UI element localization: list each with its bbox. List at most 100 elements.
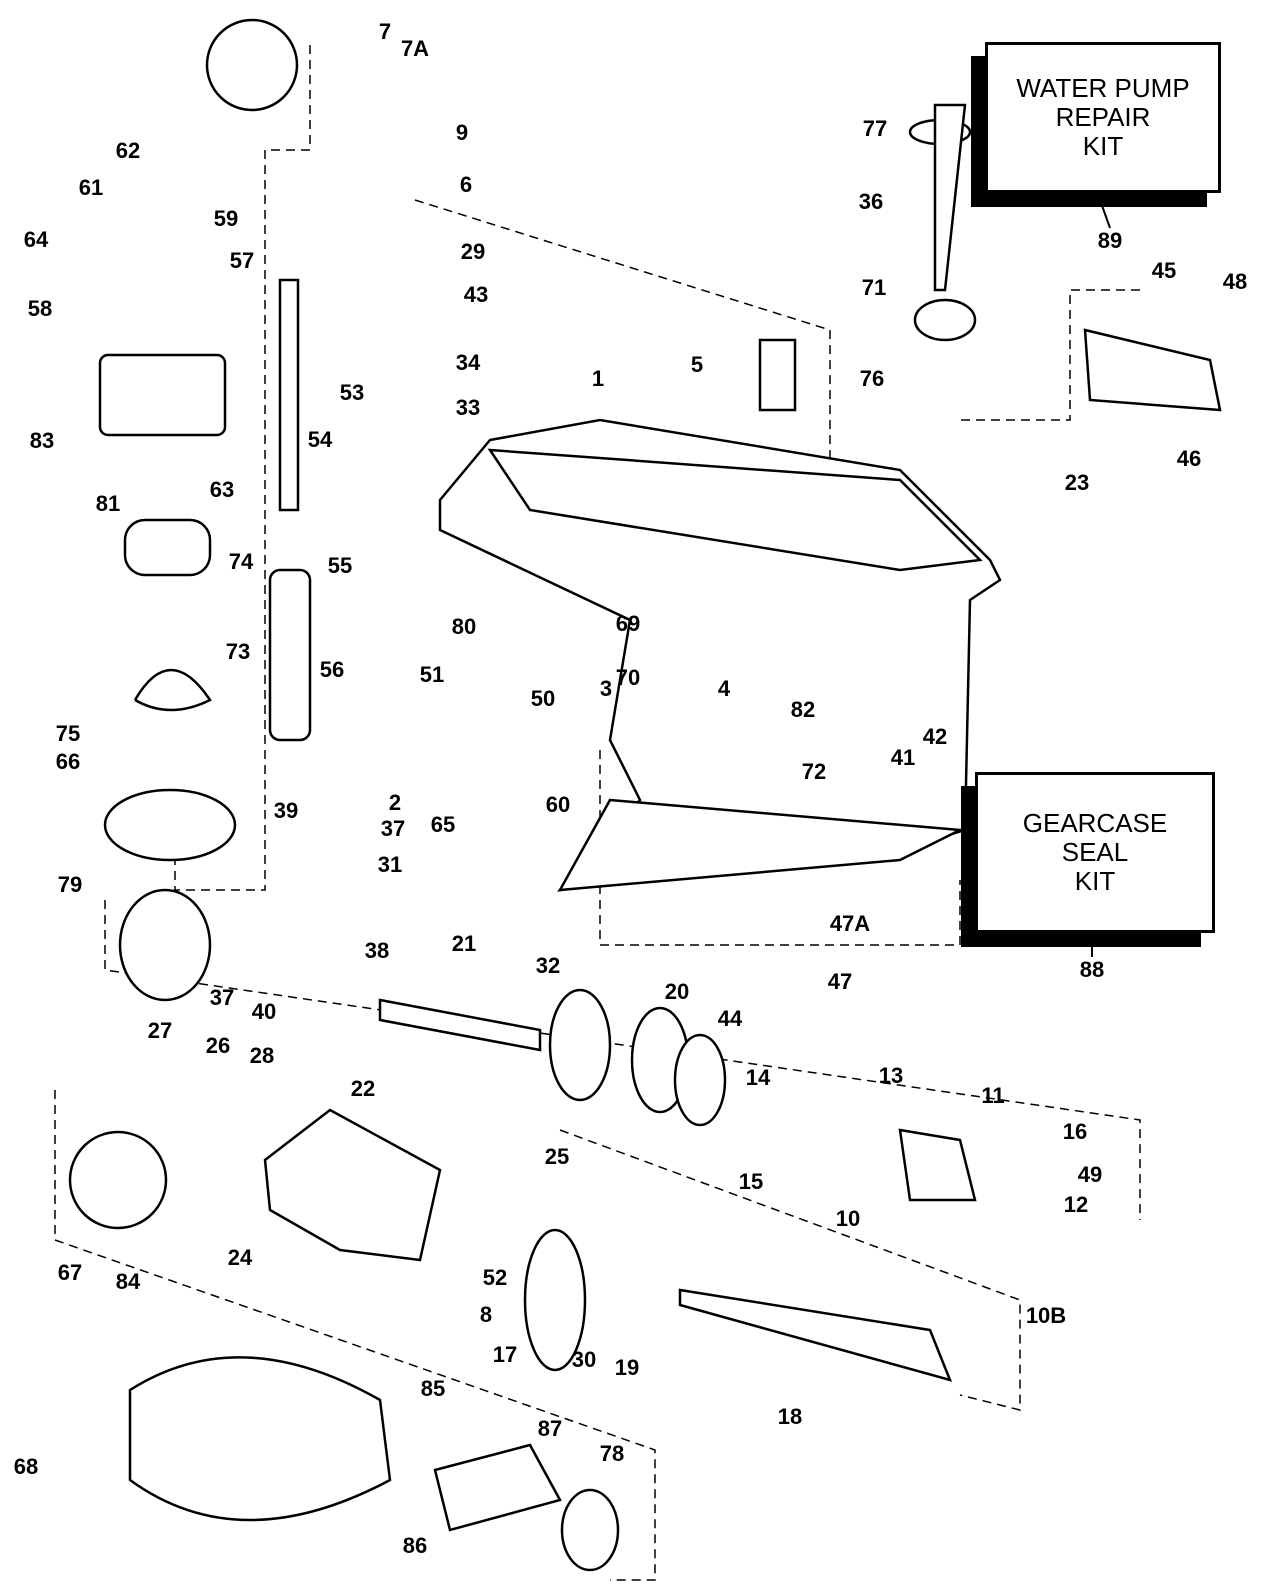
pinion-shaft (378, 998, 542, 1052)
propeller-shaft (678, 1288, 953, 1382)
part-callout-70: 70 (616, 665, 640, 690)
part-callout-45: 45 (1152, 258, 1176, 283)
guide-line (104, 900, 1141, 1220)
part-callout-72: 72 (802, 759, 826, 784)
kit-label-line: REPAIR (1055, 102, 1151, 132)
seal-detail-inset (205, 18, 299, 112)
part-callout-12: 12 (1064, 1192, 1088, 1217)
part-callout-55: 55 (328, 553, 352, 578)
thrust-bearing (673, 1033, 727, 1127)
part-callout-53: 53 (340, 380, 364, 405)
part-callout-10: 10 (836, 1206, 860, 1231)
part-callout-49: 49 (1078, 1162, 1102, 1187)
kit-number: 89 (1098, 228, 1122, 253)
part-callout-56: 56 (320, 657, 344, 682)
water-tube (933, 103, 967, 292)
part-callout-75: 75 (56, 721, 80, 746)
part-callout-76: 76 (860, 366, 884, 391)
part-callout-4: 4 (718, 676, 731, 701)
part-callout-13: 13 (879, 1063, 903, 1088)
guide-line (960, 289, 1140, 421)
part-callout-46: 46 (1177, 446, 1201, 471)
part-callout-71: 71 (862, 275, 886, 300)
propeller (128, 1356, 392, 1522)
pump-plate (103, 788, 237, 862)
part-callout-44: 44 (718, 1006, 743, 1031)
part-callout-78: 78 (600, 1441, 624, 1466)
part-callout-52: 52 (483, 1265, 507, 1290)
part-callout-10B: 10B (1026, 1303, 1066, 1328)
part-callout-18: 18 (778, 1404, 802, 1429)
part-callout-62: 62 (116, 138, 140, 163)
guide-line (54, 1090, 656, 1581)
part-callout-85: 85 (421, 1376, 445, 1401)
part-callout-40: 40 (252, 999, 276, 1024)
kit-label-line: KIT (1074, 866, 1116, 896)
part-callout-50: 50 (531, 686, 555, 711)
o-ring-seal (133, 668, 212, 712)
part-callout-6: 6 (460, 172, 472, 197)
forward-gear (118, 888, 212, 1002)
drive-shaft (278, 278, 300, 512)
pump-cover (1083, 328, 1222, 412)
part-callout-26: 26 (206, 1033, 230, 1058)
part-callout-34: 34 (456, 350, 481, 375)
part-callout-69: 69 (616, 611, 640, 636)
part-callout-9: 9 (456, 120, 468, 145)
prop-nut-washer (560, 1488, 620, 1572)
part-callout-86: 86 (403, 1533, 427, 1558)
part-callout-84: 84 (116, 1269, 141, 1294)
part-callout-29: 29 (461, 239, 485, 264)
part-callout-80: 80 (452, 614, 476, 639)
kit-label-line: KIT (1082, 131, 1124, 161)
part-callout-14: 14 (746, 1065, 771, 1090)
part-callout-38: 38 (365, 938, 389, 963)
part-callout-73: 73 (226, 639, 250, 664)
part-callout-19: 19 (615, 1355, 639, 1380)
kit-label-line: SEAL (1061, 837, 1129, 867)
part-callout-41: 41 (891, 745, 915, 770)
part-callout-5: 5 (691, 352, 703, 377)
part-callout-87: 87 (538, 1416, 562, 1441)
reverse-gear (548, 988, 612, 1102)
part-callout-31: 31 (378, 852, 402, 877)
part-callout-57: 57 (230, 248, 254, 273)
thrust-hub (433, 1443, 562, 1532)
seal-detail-inset (68, 1130, 168, 1230)
part-callout-63: 63 (210, 477, 234, 502)
kit-leader-line (1099, 199, 1111, 229)
part-callout-67: 67 (58, 1260, 82, 1285)
part-callout-39: 39 (274, 798, 298, 823)
part-callout-36: 36 (859, 189, 883, 214)
part-callout-60: 60 (546, 792, 570, 817)
part-callout-7A: 7A (401, 36, 429, 61)
part-callout-32: 32 (536, 953, 560, 978)
part-callout-37: 37 (381, 816, 405, 841)
part-callout-42: 42 (923, 724, 947, 749)
part-callout-22: 22 (351, 1076, 375, 1101)
part-callout-54: 54 (308, 427, 333, 452)
pump-housing (98, 353, 227, 437)
part-callout-2: 2 (389, 790, 401, 815)
part-callout-81: 81 (96, 491, 120, 516)
part-callout-24: 24 (228, 1245, 253, 1270)
part-callout-59: 59 (214, 206, 238, 231)
guide-line (559, 1129, 1021, 1411)
clutch-dog (898, 1128, 977, 1202)
tube-seal (913, 298, 977, 342)
part-callout-51: 51 (420, 662, 444, 687)
part-callout-65: 65 (431, 812, 455, 837)
gearcase-deck (487, 448, 983, 572)
part-callout-82: 82 (791, 697, 815, 722)
part-callout-61: 61 (79, 175, 103, 200)
part-callout-74: 74 (229, 549, 254, 574)
part-callout-64: 64 (24, 227, 49, 252)
part-callout-83: 83 (30, 428, 54, 453)
part-callout-43: 43 (464, 282, 488, 307)
part-callout-7: 7 (379, 19, 391, 44)
water-pump-repair-kit-box: WATER PUMP REPAIR KIT (985, 42, 1221, 193)
part-callout-25: 25 (545, 1144, 569, 1169)
part-callout-79: 79 (58, 872, 82, 897)
skeg (557, 798, 965, 892)
